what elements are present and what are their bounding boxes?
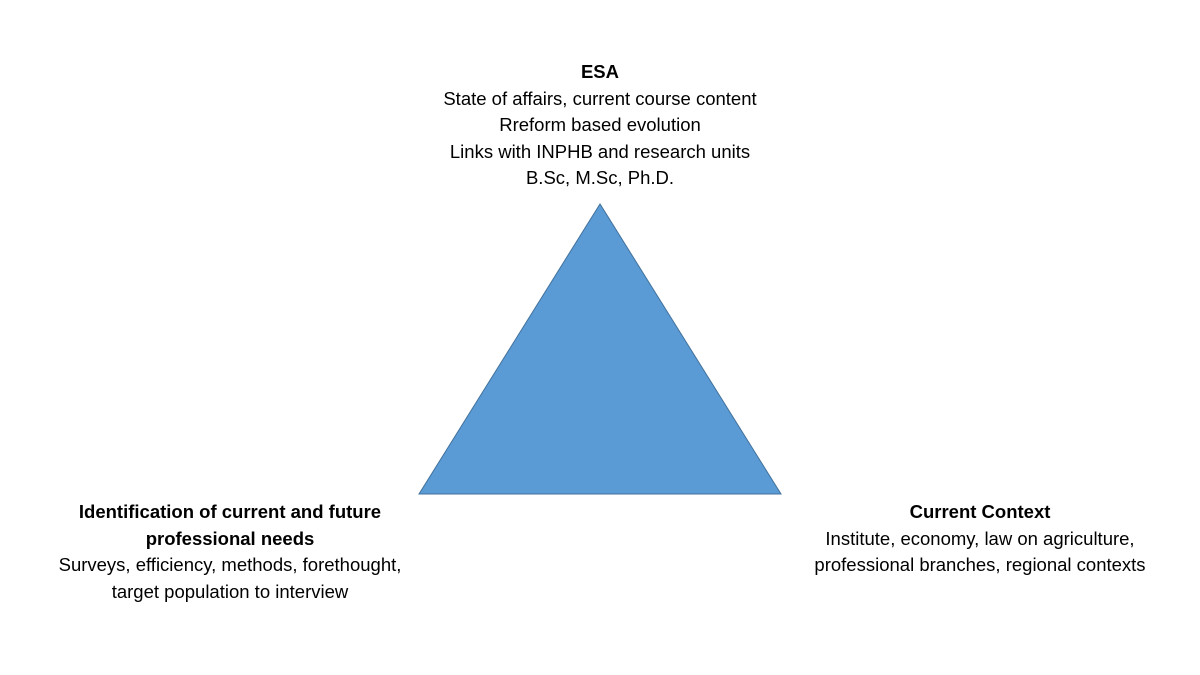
top-vertex-line: State of affairs, current course content: [443, 87, 757, 109]
top-vertex-line: B.Sc, M.Sc, Ph.D.: [525, 167, 675, 188]
bottom-right-vertex-line: professional branches, regional contexts: [814, 554, 1146, 575]
triangle-shape: [418, 203, 782, 495]
top-vertex-line: Rreform based evolution: [499, 114, 701, 135]
bottom-left-vertex-line: Surveys, efficiency, methods, forethough…: [58, 554, 402, 575]
top-vertex-label: ESA State of affairs, current course con…: [400, 59, 800, 192]
bottom-left-vertex-line: target population to interview: [111, 580, 349, 602]
top-vertex-line: Links with INPHB and research units: [449, 140, 751, 162]
bottom-right-vertex-title: Current Context: [909, 501, 1051, 522]
top-vertex-title: ESA: [580, 61, 620, 82]
bottom-left-vertex-title: Identification of current and future pro…: [78, 501, 382, 549]
bottom-right-vertex-line: Institute, economy, law on agriculture,: [825, 527, 1135, 549]
bottom-left-vertex-label: Identification of current and future pro…: [20, 499, 440, 605]
bottom-right-vertex-label: Current Context Institute, economy, law …: [780, 499, 1180, 579]
